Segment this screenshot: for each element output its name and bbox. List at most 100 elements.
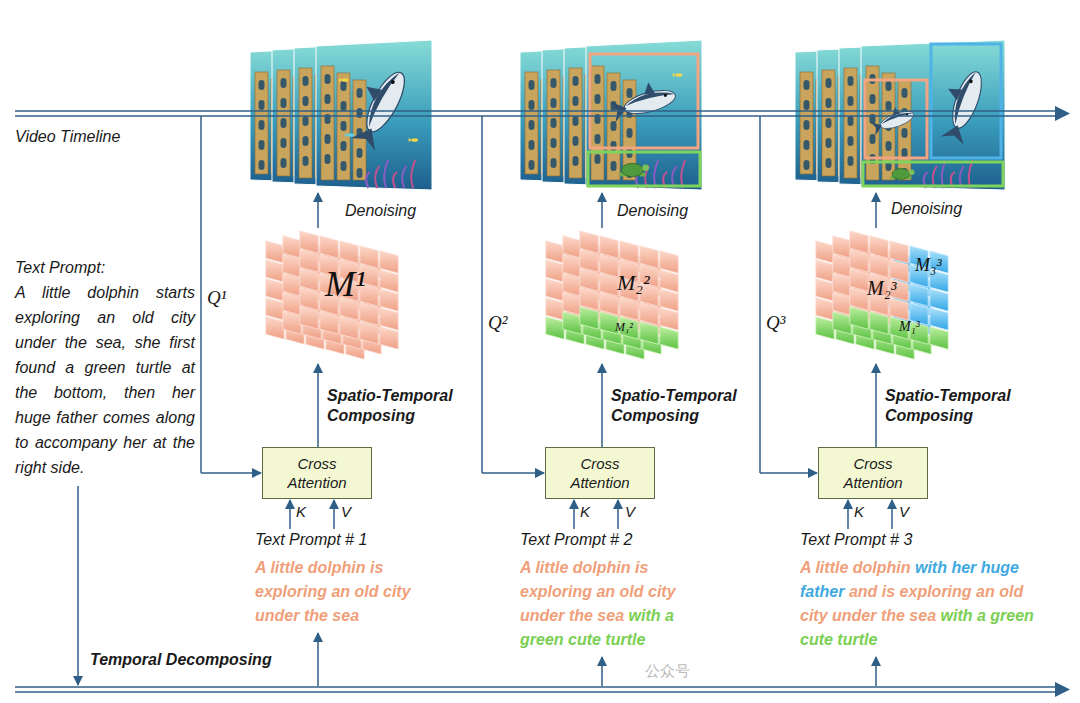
token-tile — [283, 236, 301, 258]
prompt-heading: Text Prompt # 3 — [800, 531, 912, 549]
building-window — [848, 156, 854, 166]
sub-prompt: A little dolphin is exploring an old cit… — [520, 556, 700, 652]
timeline-line — [15, 115, 1058, 117]
prompt-heading: Text Prompt: — [15, 255, 195, 280]
building-window — [325, 134, 331, 144]
building-window — [826, 78, 832, 88]
token-tile — [300, 307, 318, 329]
query-line — [200, 116, 202, 473]
building-window — [529, 80, 535, 90]
building-window — [325, 154, 331, 164]
token-tile — [300, 269, 318, 291]
token-tile — [320, 312, 338, 334]
value-arrow — [333, 500, 335, 529]
token-tile — [360, 303, 378, 325]
flow-arrow — [317, 364, 319, 447]
sub-prompt: A little dolphinwith her huge fatherand … — [800, 556, 1055, 652]
query-arrow — [201, 472, 261, 474]
token-tile — [850, 250, 868, 272]
token-tile — [600, 274, 618, 296]
sub-prompt: A little dolphin is exploring an old cit… — [255, 556, 435, 628]
building-window — [281, 78, 287, 88]
building-window — [529, 120, 535, 130]
value-arrow — [891, 500, 893, 529]
building-window — [902, 88, 908, 98]
query-line — [759, 116, 761, 473]
token-tile — [660, 251, 678, 273]
building-window — [529, 140, 535, 150]
building-window — [573, 96, 579, 106]
turtle-head — [642, 165, 649, 172]
building-window — [826, 118, 832, 128]
key-arrow — [289, 500, 291, 529]
cross-attention-box: Cross Attention — [262, 447, 372, 499]
building-window — [611, 81, 617, 91]
building-window — [804, 80, 810, 90]
dolphin-tail — [610, 98, 629, 123]
token-tile — [600, 293, 618, 315]
building-window — [259, 100, 265, 110]
decompose-arrow — [875, 657, 877, 686]
object-region-box — [863, 162, 1003, 186]
building-window — [886, 101, 892, 111]
building-window — [595, 134, 601, 144]
sunken-building — [591, 66, 604, 180]
query-label: Q¹ — [207, 287, 226, 309]
building-window — [870, 134, 876, 144]
dolphin-eye — [969, 79, 973, 83]
building-window — [573, 116, 579, 126]
building-window — [281, 138, 287, 148]
token-tile — [600, 255, 618, 277]
token-tile — [300, 288, 318, 310]
key-arrow — [573, 500, 575, 529]
token-tile — [546, 260, 564, 282]
token-tile — [640, 322, 658, 344]
attention-map-grid: M₂²M₁² — [545, 228, 680, 363]
building-window — [341, 101, 347, 111]
token-tile — [580, 250, 598, 272]
seaweed — [402, 166, 406, 188]
building-window — [848, 96, 854, 106]
value-label: V — [625, 503, 635, 520]
token-tile — [816, 241, 834, 263]
sunken-building — [353, 80, 366, 180]
seaweed — [384, 160, 388, 188]
building-window — [804, 120, 810, 130]
token-tile — [833, 255, 851, 277]
token-tile — [850, 307, 868, 329]
sunken-building — [569, 68, 582, 178]
building-window — [341, 161, 347, 171]
token-tile — [563, 236, 581, 258]
building-window — [303, 96, 309, 106]
sunken-building — [337, 73, 350, 180]
token-tile — [380, 327, 398, 349]
building-window — [357, 168, 363, 178]
key-label: K — [580, 503, 590, 520]
building-window — [281, 118, 287, 128]
key-arrow — [847, 500, 849, 529]
token-tile — [930, 327, 948, 349]
token-tile — [546, 241, 564, 263]
query-arrow — [760, 472, 817, 474]
building-window — [551, 158, 557, 168]
building-window — [259, 140, 265, 150]
dolphin-back — [363, 68, 400, 128]
building-window — [303, 76, 309, 86]
sunken-building — [800, 72, 813, 174]
step-label: Denoising — [617, 202, 688, 220]
token-tile — [546, 279, 564, 301]
denoise-arrow — [317, 193, 319, 228]
fish — [342, 78, 349, 82]
token-tile — [563, 274, 581, 296]
token-tile — [283, 293, 301, 315]
token-tile — [266, 241, 284, 263]
token-tile — [340, 241, 358, 263]
fish-tail — [339, 78, 342, 82]
sunken-building — [547, 70, 560, 176]
timeline-label: Video Timeline — [15, 128, 120, 146]
token-tile — [563, 255, 581, 277]
token-tile — [620, 298, 638, 320]
token-tile — [266, 260, 284, 282]
sunken-building — [607, 73, 620, 180]
token-tile — [816, 279, 834, 301]
